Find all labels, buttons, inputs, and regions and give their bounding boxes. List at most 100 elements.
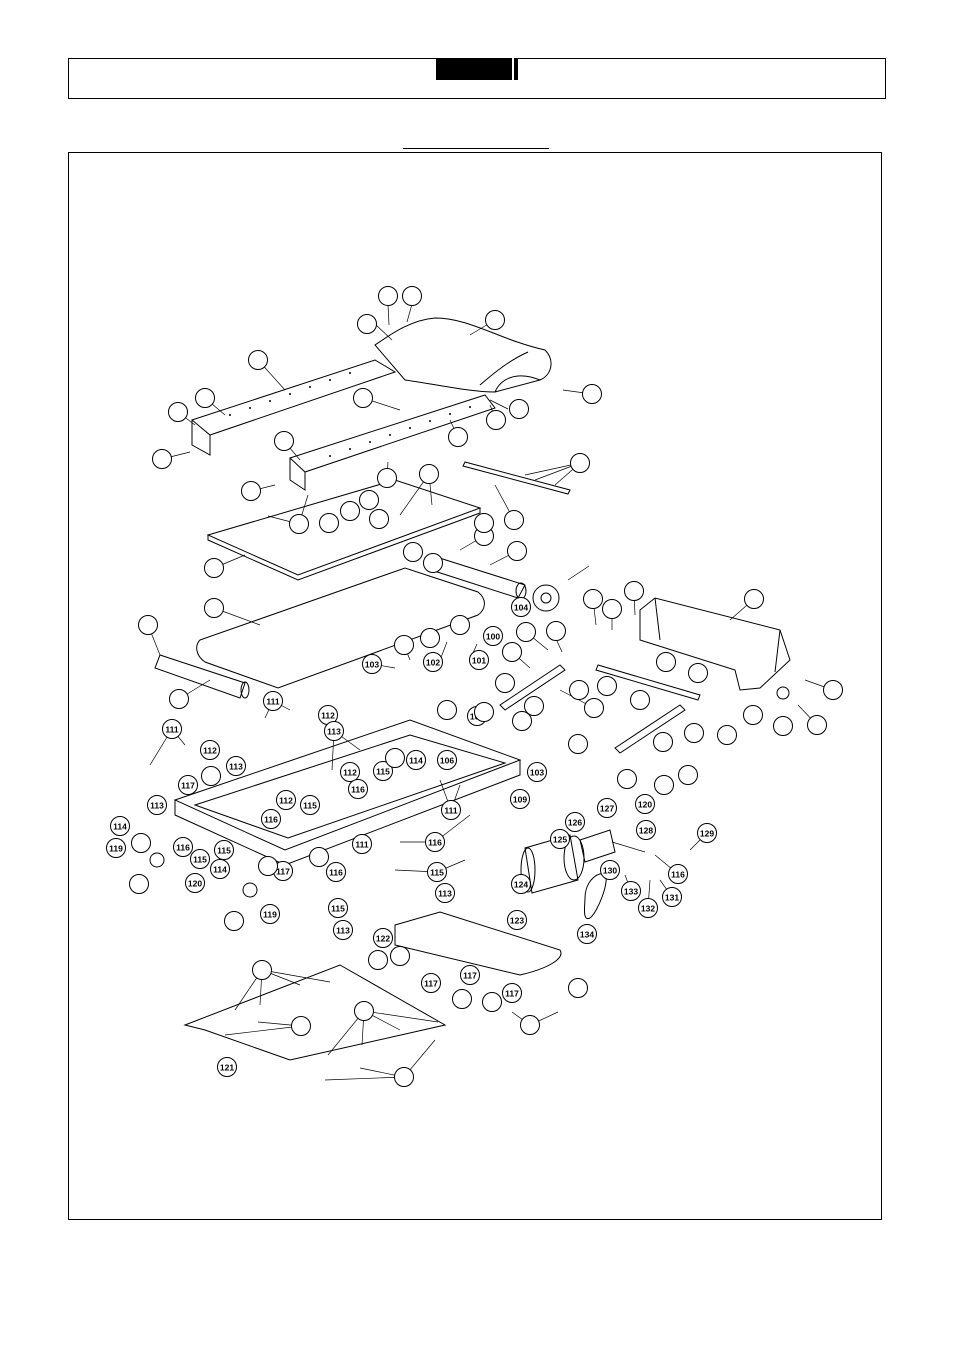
right-side-rail-part [289,394,496,473]
callout-circle-c-100 [483,626,503,646]
callout-circle-c-113c [147,795,167,815]
callout-circle-c-106 [437,750,457,770]
callout-circle-extra-14 [717,725,737,745]
callout-number-c-120b: 120 [638,800,652,810]
callout-number-c-111c: 111 [444,806,458,816]
callout-circle-extra-42 [452,989,472,1009]
base-frame-inner [193,734,507,839]
callout-circle-c-126 [565,812,585,832]
callout-circle-c-116b [261,809,281,829]
callout-circle-c-111a [263,691,283,711]
callout-circle-c-111c [441,800,461,820]
drive-belt-part [583,873,607,920]
callout-number-c-115b: 115 [303,801,317,811]
callout-number-c-111b: 111 [165,725,179,735]
callout-circle-extra-10 [656,652,676,672]
callout-circle-c-134 [577,924,597,944]
callout-circle-extra-23 [678,765,698,785]
callout-number-c-132: 132 [641,904,655,914]
callout-circle-c-114a [406,750,426,770]
callout-number-c-129: 129 [700,829,714,839]
callout-circle-c-127 [597,798,617,818]
floor-mat-part [183,964,447,1061]
callout-circle-c-119a [106,838,126,858]
callout-number-c-115a: 115 [376,767,390,777]
callout-circle-c-115d [190,849,210,869]
callout-circle-extra-34 [258,856,278,876]
callout-circle-c-blank-03 [357,314,377,334]
callout-number-c-119b: 119 [263,910,277,920]
lift-frame-part [639,597,791,691]
callout-circle-c-111b [162,719,182,739]
callout-circle-c-103a [362,654,382,674]
callout-circle-c-111d [352,834,372,854]
callout-circle-c-117e [502,983,522,1003]
callout-number-c-100: 100 [486,632,500,642]
link-arm-part-b [614,704,686,754]
callout-number-c-117e: 117 [505,989,519,999]
callout-circle-extra-35 [309,847,329,867]
callout-number-c-112d: 112 [279,796,293,806]
rear-roller-part [154,654,246,699]
callout-number-c-119a: 119 [109,844,123,854]
callout-circle-extra-24 [602,599,622,619]
motor-hood-part [374,317,552,393]
bottom-cover-part [394,911,562,976]
callout-number-c-117d: 117 [463,971,477,981]
callout-circle-c-117c [421,973,441,993]
callout-circle-c-103b [527,762,547,782]
callout-circle-c-blank-05 [248,350,268,370]
handrail-bar-part [462,461,571,495]
callout-circle-c-123 [507,910,527,930]
callout-circle-extra-13 [684,723,704,743]
callout-number-c-131: 131 [665,893,679,903]
callout-number-c-112a: 112 [321,711,335,721]
callout-circle-extra-55 [474,513,494,533]
callout-circle-extra-20 [653,732,673,752]
callout-number-c-120a: 120 [188,879,202,889]
callout-circle-extra-47 [354,1001,374,1021]
callout-circle-extra-7 [524,696,544,716]
callout-circle-extra-36 [129,874,149,894]
callout-circle-c-124 [511,874,531,894]
callout-circle-extra-38 [385,748,405,768]
callout-circle-extra-43 [482,992,502,1012]
part-drawings [149,317,791,1061]
drive-motor-face [520,847,536,893]
callout-circle-extra-25 [583,589,603,609]
callout-number-c-101: 101 [472,656,486,666]
callout-circle-c-112d [276,790,296,810]
callout-number-c-134: 134 [580,930,594,940]
callout-circle-extra-51 [204,598,224,618]
section-title-rule [403,148,549,149]
callout-circle-c-blank-21 [340,501,360,521]
callout-circle-extra-21 [617,769,637,789]
callout-circle-c-blank-25 [403,542,423,562]
callout-circle-extra-2 [516,622,536,642]
callout-number-c-113c: 113 [150,801,164,811]
link-arm-part-a [499,664,566,711]
callout-circle-c-blank-02 [402,286,422,306]
callout-circle-c-125 [550,829,570,849]
callout-circle-c-117a [178,775,198,795]
callout-number-c-104: 104 [514,603,528,613]
left-side-rail-end [191,420,211,456]
rear-roller-end [240,681,250,699]
callout-number-c-115e: 115 [430,868,444,878]
callout-circle-c-115f [328,898,348,918]
callout-number-c-109: 109 [513,795,527,805]
callout-circle-c-121 [217,1057,237,1077]
right-wheel-part [242,882,258,898]
callout-circle-c-blank-04 [485,310,505,330]
callout-circle-extra-27 [624,581,644,601]
base-frame-part [173,719,522,851]
callout-circle-extra-32 [201,766,221,786]
callout-number-c-115d: 115 [193,855,207,865]
callout-circle-c-128 [636,820,656,840]
callout-number-c-111a: 111 [266,697,280,707]
callout-number-c-117b: 117 [276,867,290,877]
callout-circle-extra-15 [743,705,763,725]
callout-number-c-102: 102 [426,658,440,668]
callout-circle-c-blank-01 [378,286,398,306]
callout-number-c-121: 121 [220,1063,234,1073]
